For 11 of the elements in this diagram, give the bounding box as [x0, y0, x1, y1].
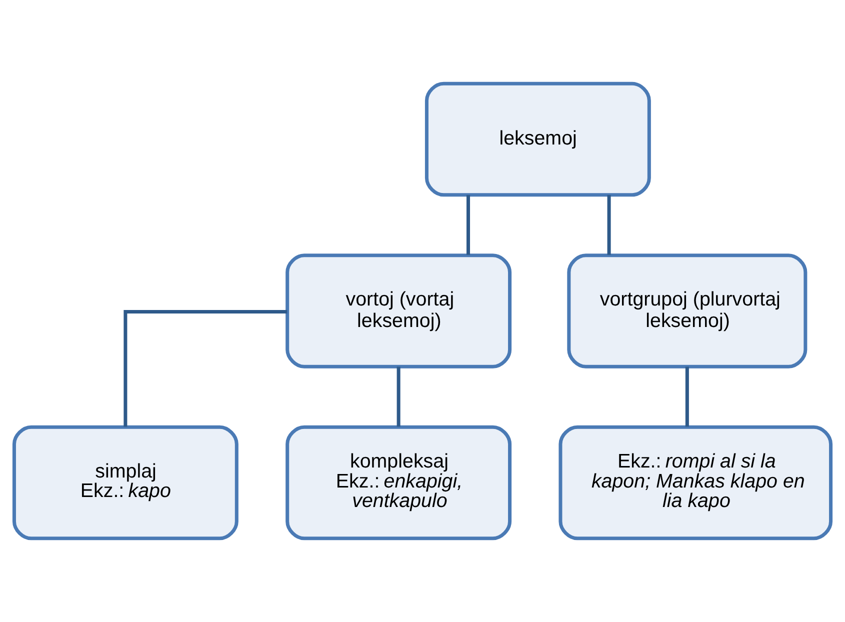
- node-box: vortgrupoj (plurvortaj leksemoj): [567, 254, 808, 368]
- connector: [466, 195, 470, 255]
- connector: [607, 195, 611, 255]
- node-box: simplaj Ekz.: kapo: [12, 425, 238, 540]
- connector: [124, 310, 288, 427]
- connector: [685, 366, 689, 427]
- node-box: leksemoj: [424, 82, 651, 197]
- connector: [396, 366, 400, 427]
- node-box: kompleksaj Ekz.: enkapigi, ventkapulo: [286, 425, 512, 540]
- node-box: vortoj (vortaj leksemoj): [286, 254, 512, 368]
- node-box: Ekz.: rompi al si la kapon; Mankas klapo en lia kapo: [558, 425, 833, 540]
